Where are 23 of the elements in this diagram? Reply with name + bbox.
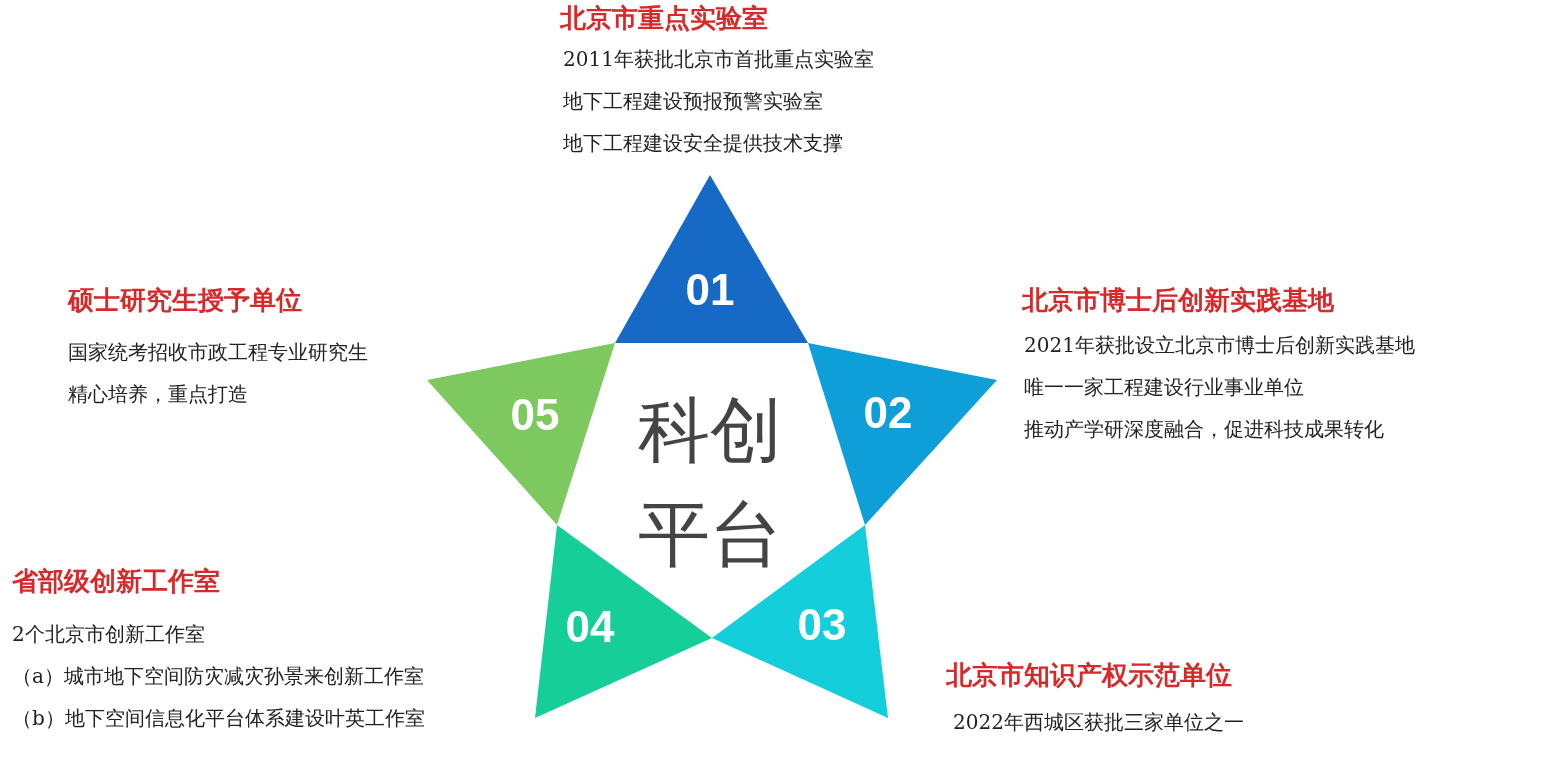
number-label: 02 [863, 391, 913, 435]
description-text: 2021年获批设立北京市博士后创新实践基地 [1024, 333, 1415, 357]
description-text: 国家统考招收市政工程专业研究生 [68, 340, 368, 364]
number-label: 05 [510, 393, 560, 437]
description-text: 地下工程建设预报预警实验室 [563, 89, 823, 113]
description-text: 2011年获批北京市首批重点实验室 [563, 47, 874, 71]
description-text: 地下工程建设安全提供技术支撑 [563, 131, 843, 155]
section-heading: 北京市知识产权示范单位 [946, 660, 1232, 692]
center-title: 科创平台 [637, 387, 783, 579]
description-text: 精心培养，重点打造 [68, 382, 248, 406]
description-text: 唯一一家工程建设行业事业单位 [1024, 375, 1304, 399]
description-text: 2个北京市创新工作室 [12, 622, 205, 646]
description-text: （a）城市地下空间防灾减灾孙景来创新工作室 [12, 664, 424, 688]
description-text: （b）地下空间信息化平台体系建设叶英工作室 [12, 706, 425, 730]
section-heading: 北京市重点实验室 [560, 3, 768, 35]
section-heading: 省部级创新工作室 [12, 566, 220, 598]
description-text: 2022年西城区获批三家单位之一 [953, 710, 1244, 734]
number-label: 01 [685, 268, 735, 312]
description-text: 推动产学研深度融合，促进科技成果转化 [1024, 417, 1384, 441]
number-label: 04 [565, 605, 615, 649]
section-heading: 北京市博士后创新实践基地 [1022, 285, 1334, 317]
section-heading: 硕士研究生授予单位 [68, 285, 302, 317]
number-label: 03 [797, 603, 847, 647]
